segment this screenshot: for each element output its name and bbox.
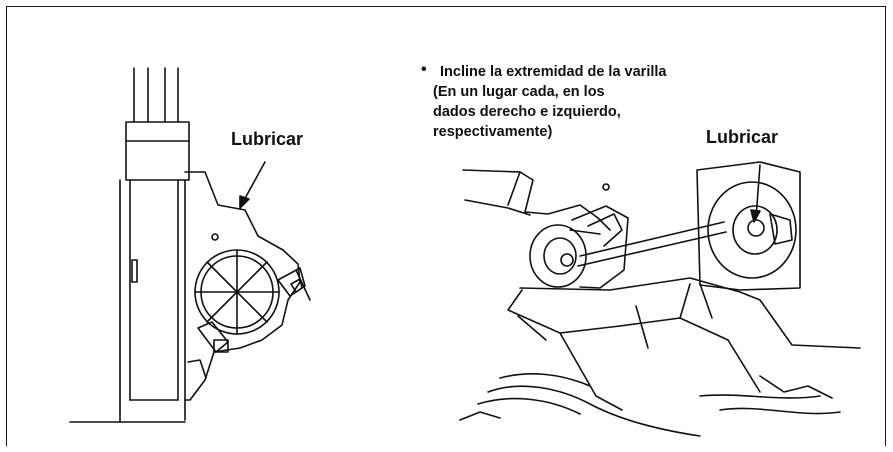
right-illustration — [460, 162, 860, 436]
bullet-icon: • — [421, 61, 427, 78]
lubricate-label-left: Lubricar — [231, 129, 304, 149]
note-line-2: (En un lugar cada, en los — [433, 84, 605, 100]
note-line-3: dados derecho e izquierdo, — [433, 104, 621, 120]
figure-frame — [6, 6, 886, 446]
left-illustration — [70, 68, 310, 422]
note-line-4: respectivamente) — [433, 124, 553, 140]
note-line-1: Incline la extremidad de la varilla — [440, 64, 667, 80]
instruction-note: • Incline la extremidad de la varilla (E… — [421, 61, 667, 142]
lubricate-label-right: Lubricar — [706, 127, 779, 147]
